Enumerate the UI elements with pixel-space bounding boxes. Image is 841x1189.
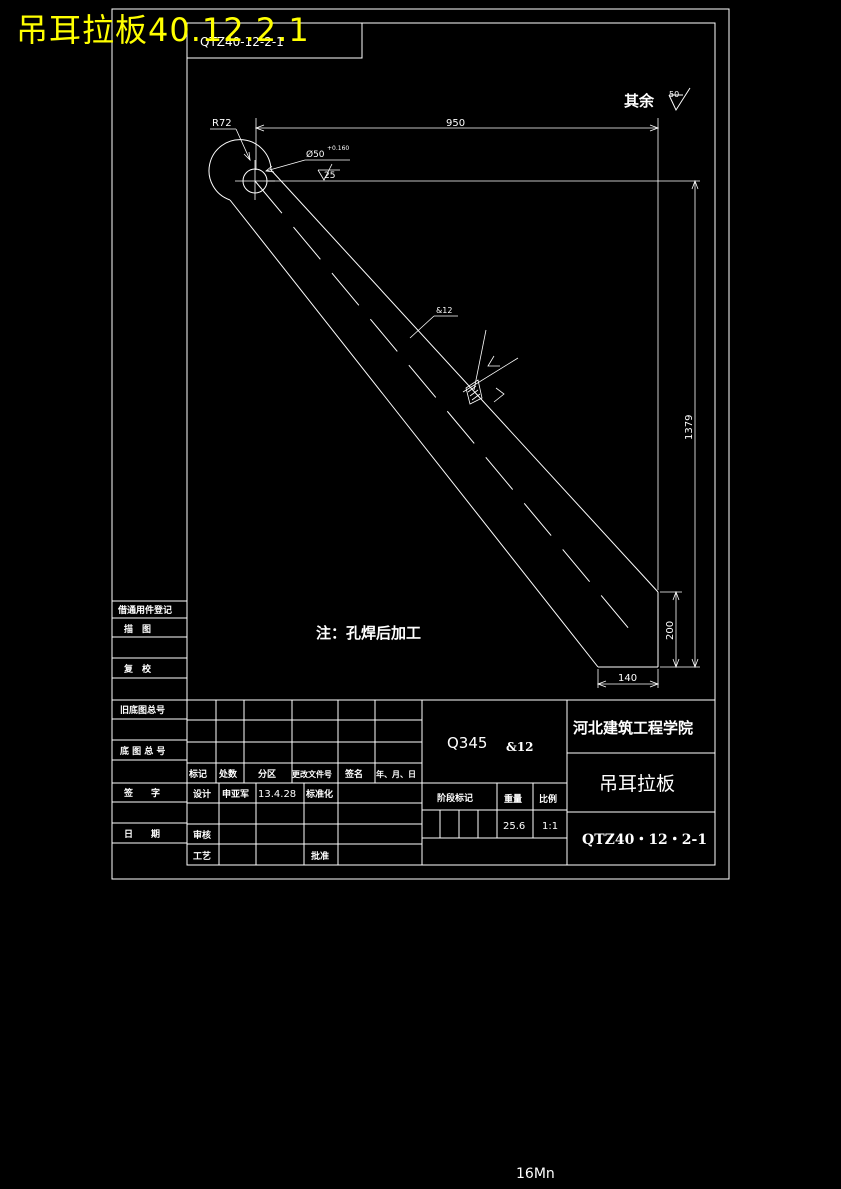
- rev-design-date: 13.4.28: [258, 789, 296, 800]
- dim-hole-tol: +0.160: [327, 145, 349, 152]
- left-column-grid: [112, 600, 187, 844]
- left-borrow-reg: 借通用件登记: [117, 604, 172, 616]
- section-cut: [462, 329, 519, 405]
- left-old-no: 旧底图总号: [120, 704, 165, 716]
- weight-value: 25.6: [503, 821, 525, 832]
- dim-r72: [210, 128, 251, 162]
- dim-hole: [265, 159, 350, 173]
- thickness-text: &12: [436, 306, 452, 315]
- drawing-number-box-text: QTZ40-12-2-1: [200, 35, 284, 49]
- dim-1379-text: 1379: [684, 415, 695, 440]
- roughness-value: 50: [669, 90, 679, 99]
- rev-doc-no: 更改文件号: [292, 769, 332, 779]
- hole-roughness-text: 25: [324, 171, 335, 181]
- part-outline: [208, 139, 659, 668]
- left-date: 日 期: [124, 828, 160, 840]
- left-trace: 描 图: [124, 623, 151, 635]
- center-line: [254, 180, 631, 631]
- overlay-title: 吊耳拉板40.12.2.1: [16, 11, 310, 49]
- material-grade: Q345: [447, 734, 487, 752]
- left-check: 复 校: [123, 663, 152, 675]
- roughness-symbol: [668, 87, 691, 112]
- rev-zone: 分区: [258, 768, 276, 780]
- rev-signature: 签名: [344, 768, 363, 780]
- rev-designer: 申亚军: [222, 788, 249, 800]
- rev-design: 设计: [193, 788, 211, 800]
- drawing-number-box: [186, 22, 363, 59]
- outer-border: [111, 8, 730, 880]
- part-name: 吊耳拉板: [599, 773, 675, 795]
- scale-label: 比例: [539, 793, 557, 805]
- dim-950-text: 950: [446, 118, 465, 129]
- dim-200-text: 200: [665, 621, 676, 640]
- scale-value: 1:1: [542, 821, 558, 832]
- dim-140-text: 140: [618, 673, 637, 684]
- drawing-code: QTZ40・12・2-1: [582, 832, 707, 848]
- inner-border: [186, 22, 716, 866]
- dim-140: [596, 669, 660, 688]
- thickness-leader: [409, 315, 458, 339]
- note-text: 注：孔焊后加工: [316, 624, 421, 642]
- rev-process: 工艺: [193, 850, 211, 862]
- dim-hole-text: Ø50: [306, 149, 325, 160]
- roughness-label: 其余: [624, 92, 655, 110]
- bottom-label: 16Mn: [516, 1166, 555, 1182]
- title-block-grid: [187, 699, 715, 865]
- rev-mark: 标记: [188, 768, 207, 780]
- rev-standard: 标准化: [305, 788, 333, 800]
- left-base-no: 底 图 总 号: [120, 745, 165, 757]
- rev-count: 处数: [218, 768, 238, 780]
- weight-label: 重量: [504, 793, 522, 805]
- rev-ymd: 年、月、日: [376, 769, 416, 779]
- hole-roughness-symbol: [317, 163, 340, 181]
- dim-200: [660, 590, 682, 669]
- dim-1379: [268, 179, 700, 669]
- dim-950: [254, 118, 660, 590]
- left-sign: 签 字: [123, 787, 160, 799]
- material-thickness: &12: [506, 740, 534, 754]
- rev-review: 审核: [193, 829, 211, 841]
- rev-approve: 批准: [311, 850, 329, 862]
- stage-mark: 阶段标记: [437, 792, 473, 804]
- dim-r72-text: R72: [212, 118, 232, 129]
- institute-name: 河北建筑工程学院: [573, 719, 693, 737]
